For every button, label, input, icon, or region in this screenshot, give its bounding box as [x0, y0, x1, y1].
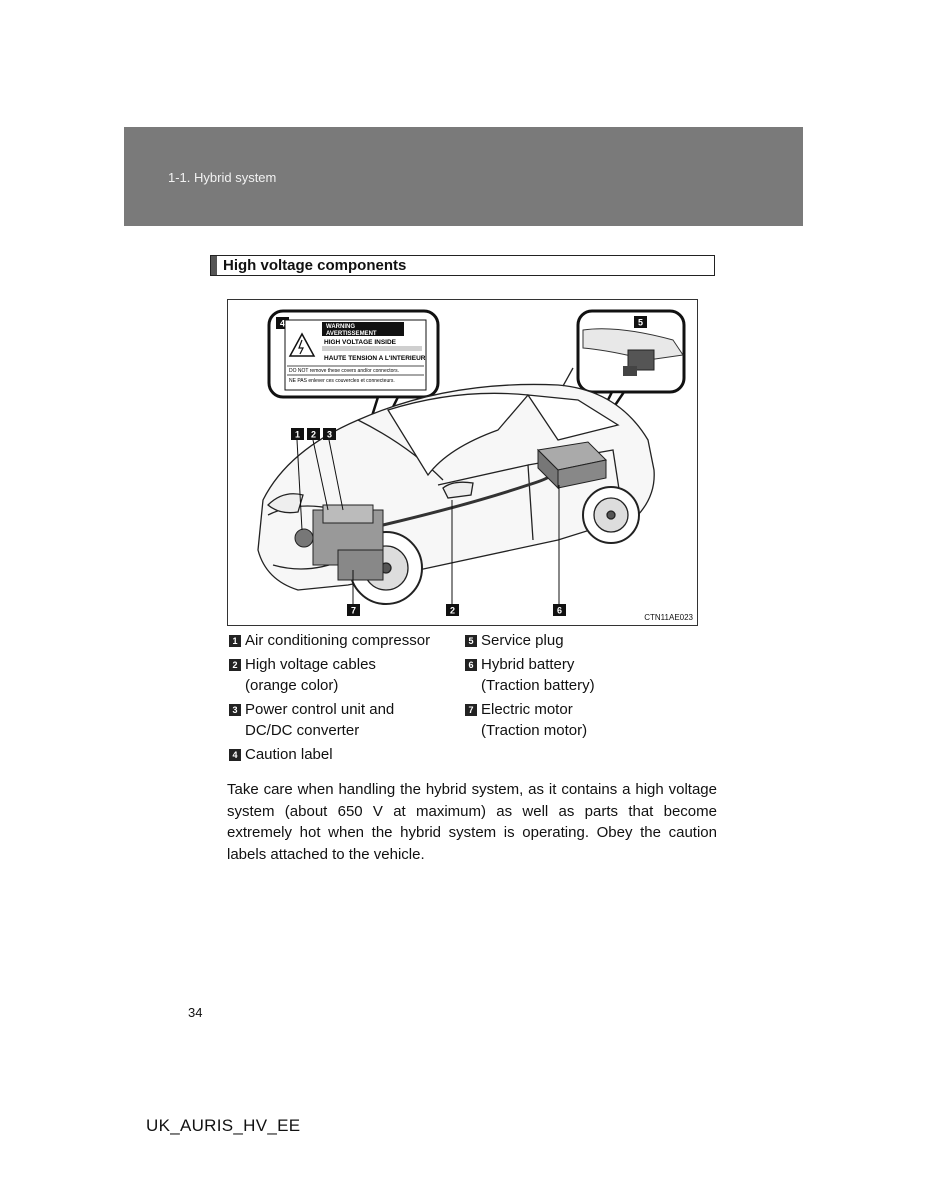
car-illustration: 4 WARNING AVERTISSEMENT HIGH VOLTAGE INS…: [257, 309, 686, 616]
caution-warning-text: WARNING: [326, 324, 355, 330]
legend-text: Power control unit and: [245, 700, 395, 718]
caution-haute-tension-text: HAUTE TENSION A L'INTERIEUR: [324, 355, 426, 362]
legend-num-1: 1: [229, 635, 241, 647]
legend-item-1: 1 Air conditioning compressor: [229, 630, 430, 652]
legend-text: High voltage cables: [245, 655, 376, 673]
header-band: 1-1. Hybrid system: [124, 127, 803, 226]
legend-num-3: 3: [229, 703, 241, 716]
legend-item-6: 6 Hybrid battery (Traction battery): [465, 654, 595, 697]
callout-num-6: 6: [557, 606, 562, 616]
legend-text: Electric motor: [481, 700, 573, 718]
hybrid-battery: [536, 441, 608, 490]
callout-num-5: 5: [638, 318, 643, 328]
legend-item-7: 7 Electric motor (Traction motor): [465, 699, 595, 742]
engine-bay-components: [294, 504, 384, 581]
callout-num-7: 7: [351, 606, 356, 616]
legend-item-3: 3 Power control unit and DC/DC converter: [229, 699, 430, 742]
legend-item-4: 4 Caution label: [229, 744, 430, 766]
callout-num-1: 1: [295, 430, 300, 440]
lightning-warning-icon: [288, 332, 316, 357]
page-number: 34: [188, 1005, 203, 1020]
legend-num-2: 2: [229, 658, 241, 671]
legend-num-6: 6: [465, 658, 477, 671]
document-code: UK_AURIS_HV_EE: [146, 1116, 301, 1135]
legend-num-7: 7: [465, 703, 477, 716]
breadcrumb: 1-1. Hybrid system: [168, 170, 277, 185]
callout-num-2b: 2: [450, 606, 455, 616]
legend-num-4: 4: [229, 748, 241, 761]
legend-text: (orange color): [245, 677, 339, 694]
legend-right: 5 Service plug 6 Hybrid battery (Tractio…: [465, 630, 595, 744]
legend-text: Air conditioning compressor: [245, 632, 431, 649]
legend-text: (Traction motor): [481, 722, 588, 739]
legend-text: (Traction battery): [481, 677, 595, 694]
callout-num-4: 4: [280, 319, 285, 329]
legend-item-5: 5 Service plug: [465, 630, 595, 652]
car-body: [257, 367, 655, 605]
legend-text: Service plug: [481, 632, 564, 649]
callout-group-bottom: 7 2 6: [347, 485, 566, 616]
section-title-text: High voltage components: [223, 257, 407, 274]
legend-text: Hybrid battery: [481, 655, 575, 673]
caution-ne-pas-text: NE PAS enlever ces couvercles et connect…: [289, 378, 395, 384]
car-diagram-figure: 4 WARNING AVERTISSEMENT HIGH VOLTAGE INS…: [227, 299, 698, 626]
caution-avertissement-text: AVERTISSEMENT: [326, 331, 377, 337]
legend-text: DC/DC converter: [245, 722, 360, 739]
body-paragraph: Take care when handling the hybrid syste…: [227, 781, 717, 863]
callout-num-3: 3: [327, 430, 332, 440]
legend-item-2: 2 High voltage cables (orange color): [229, 654, 430, 697]
legend-left: 1 Air conditioning compressor 2 High vol…: [229, 630, 430, 767]
caution-high-voltage-text: HIGH VOLTAGE INSIDE: [324, 339, 397, 346]
section-heading: High voltage components: [210, 255, 715, 276]
heading-bar: [211, 256, 217, 275]
callout-group-1-2-3: 1 2 3: [291, 428, 344, 531]
callout-num-2a: 2: [311, 430, 316, 440]
legend-text: Caution label: [245, 745, 333, 763]
figure-code: CTN11AE023: [644, 613, 693, 622]
caution-do-not-remove-text: DO NOT remove these covers and/or connec…: [289, 368, 399, 374]
legend-num-5: 5: [465, 635, 477, 647]
